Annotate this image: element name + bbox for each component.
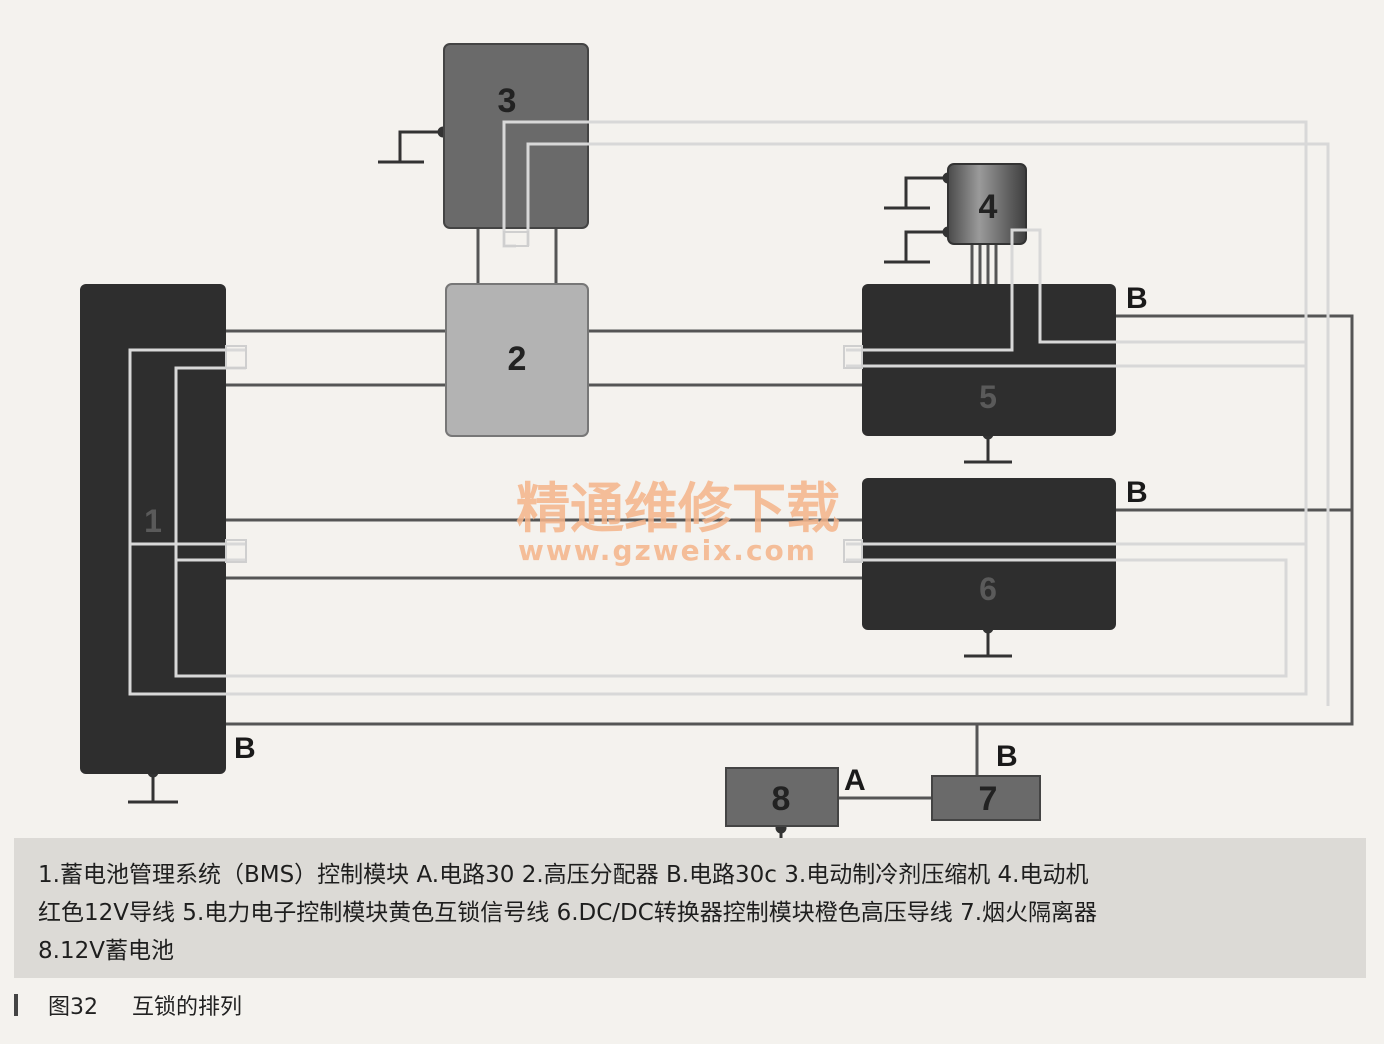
module-2-label: 2: [508, 340, 527, 378]
module-5-label: 5: [979, 379, 997, 415]
dark-wires: [226, 228, 1354, 800]
module-6-label: 6: [979, 571, 997, 607]
figure-caption: 图32 互锁的排列: [14, 988, 614, 1022]
circuit-b-label-module-5: B: [1126, 282, 1148, 315]
module-8-12v-battery: [725, 767, 839, 827]
module-3-label: 3: [498, 82, 517, 120]
interlock-loop-wires: [128, 120, 1330, 706]
module-2-hv-distributor: [445, 283, 589, 437]
circuit-b-label-module-1: B: [234, 732, 256, 765]
module-6-dcdc-converter: [862, 478, 1116, 630]
figure-title: 互锁的排列: [132, 995, 243, 1020]
legend-line-1: 1.蓄电池管理系统（BMS）控制模块 A.电路30 2.高压分配器 B.电路30…: [38, 862, 1089, 888]
caption-bar: [14, 994, 18, 1016]
interlock-connectors: [225, 231, 863, 563]
legend-line-3: 8.12V蓄电池: [38, 938, 174, 964]
circuit-b-label-module-6: B: [1126, 476, 1148, 509]
watermark-url: www.gzweix.com: [518, 534, 817, 567]
figure-number: 图32: [48, 995, 98, 1020]
module-4-label: 4: [979, 188, 998, 226]
module-1-bms: [80, 284, 226, 774]
module-7-label: 7: [979, 780, 998, 818]
circuit-a-label: A: [844, 764, 866, 797]
module-3-ac-compressor: [443, 43, 589, 229]
module-7-pyro-isolator: [931, 775, 1041, 821]
module-5-power-electronics: [862, 284, 1116, 436]
interlock-diagram: 精通维修下载 www.gzweix.com 3 2 4 5 6 1 7 8 B …: [80, 43, 1354, 840]
circuit-b-label-module-7: B: [996, 740, 1018, 773]
legend-box: 1.蓄电池管理系统（BMS）控制模块 A.电路30 2.高压分配器 B.电路30…: [14, 838, 1366, 978]
module-4-motor: [947, 163, 1027, 245]
module-1-label: 1: [144, 503, 162, 539]
module-8-label: 8: [772, 780, 791, 818]
watermark-cn: 精通维修下载: [516, 477, 840, 540]
legend-line-2: 红色12V导线 5.电力电子控制模块黄色互锁信号线 6.DC/DC转换器控制模块…: [38, 900, 1098, 926]
